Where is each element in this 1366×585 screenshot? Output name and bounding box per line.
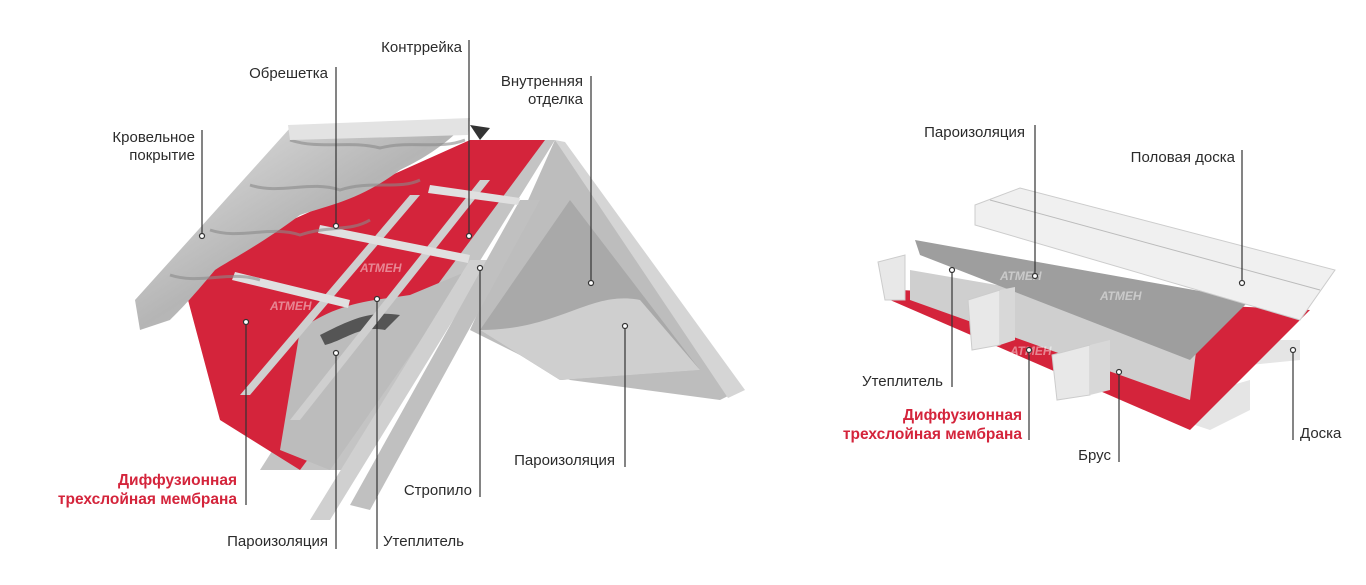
insulation-layer [280,270,470,470]
insulation-dark [320,313,400,345]
label-membrane-2: трехслойная мембрана [58,491,237,508]
label-membrane-1: Диффузионная [118,472,237,489]
floor-labels: Пароизоляция Половая доска Утеплитель Ди… [843,124,1342,464]
brand-watermark: АТМЕН [269,299,312,313]
counter-batten-2 [290,180,490,420]
brand-watermark: АТМЕН [1099,289,1142,303]
brand-watermark: АТМЕН [999,269,1042,283]
floor-illustration: АТМЕН АТМЕН АТМЕН [877,187,1336,430]
label-vapor-barrier-right: Пароизоляция [514,452,615,469]
label-floor-board: Половая доска [1131,149,1236,166]
label-floor-membrane-1: Диффузионная [903,407,1022,424]
label-floor-membrane-2: трехслойная мембрана [843,426,1022,443]
roof-labels: Контррейка Обрешетка Внутренняя отделка … [58,39,629,550]
ridge-dark [470,125,490,140]
beam-2 [967,289,1001,351]
beam-3 [1051,344,1091,401]
batten-1 [232,272,350,308]
board-seam [989,199,1321,291]
beam-3-side [1090,340,1110,395]
label-board: Доска [1300,425,1342,442]
beam-2-side [1000,287,1015,345]
vapor-barrier-floor [915,240,1250,360]
roof-tiles [135,120,470,330]
beam-1 [877,254,906,301]
label-roofing-2: покрытие [129,147,195,164]
ridge-cap [288,118,470,140]
rafter-2 [350,200,540,510]
counter-batten-1 [240,195,420,395]
label-batten: Обрешетка [249,65,329,82]
batten-3 [428,185,520,205]
roof-illustration: АТМЕН АТМЕН [135,118,745,520]
label-floor-vapor-barrier: Пароизоляция [924,124,1025,141]
label-roofing-1: Кровельное [112,129,195,146]
label-rafter: Стропило [404,482,472,499]
label-vapor-barrier-bottom: Пароизоляция [227,533,328,550]
brand-watermark: АТМЕН [359,261,402,275]
rafter [310,260,490,520]
label-inner-finish-1: Внутренняя [501,73,583,90]
label-beam: Брус [1078,447,1111,464]
label-insulation: Утеплитель [383,533,464,550]
gable-trim [555,140,745,398]
label-inner-finish-2: отделка [528,91,584,108]
vapor-barrier-right [480,298,700,380]
label-counter-batten: Контррейка [381,39,463,56]
tile-rows [169,138,466,282]
floor-board-top [974,187,1336,321]
batten-2 [318,225,470,263]
label-floor-insulation: Утеплитель [862,373,943,390]
